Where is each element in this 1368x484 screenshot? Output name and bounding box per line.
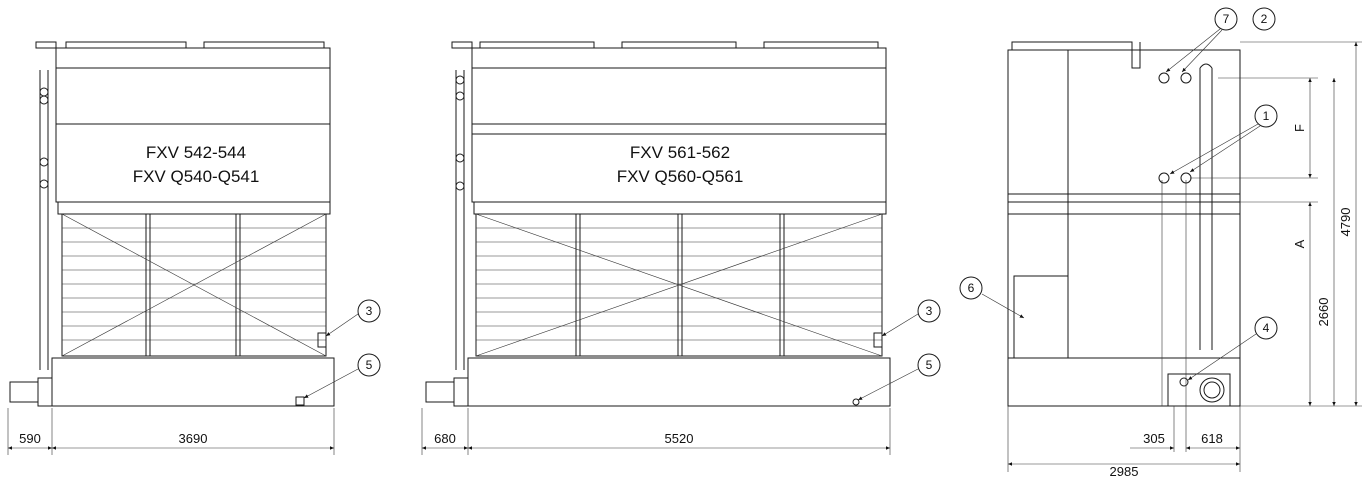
side-dim-305: 305 bbox=[1143, 431, 1165, 446]
middle-dim-width: 5520 bbox=[665, 431, 694, 446]
middle-callout-5: 5 bbox=[926, 358, 933, 372]
side-dim-2985: 2985 bbox=[1110, 464, 1139, 479]
left-fan-cowl-1 bbox=[65, 41, 187, 49]
left-louver-panel bbox=[61, 213, 327, 357]
middle-unit-drawing: FXV 561-562 FXV Q560-Q561 3 5 680 5520 bbox=[421, 41, 941, 455]
side-callout-6: 6 bbox=[968, 281, 975, 295]
left-dim-width: 3690 bbox=[179, 431, 208, 446]
side-dim-618: 618 bbox=[1201, 431, 1223, 446]
middle-dim-side: 680 bbox=[434, 431, 456, 446]
side-callout-1: 1 bbox=[1263, 109, 1270, 123]
side-callout-7: 7 bbox=[1223, 12, 1230, 26]
middle-louver-panel bbox=[475, 213, 883, 357]
left-fan-cowl-2 bbox=[203, 41, 325, 49]
left-callout-3-bubble bbox=[357, 299, 381, 323]
side-dim-F: F bbox=[1292, 124, 1307, 132]
left-pump-motor bbox=[9, 381, 39, 403]
left-callout-3: 3 bbox=[366, 304, 373, 318]
left-unit-drawing: FXV 542-544 FXV Q540-Q541 3 5 590 3690 bbox=[7, 41, 381, 455]
side-callout-4: 4 bbox=[1263, 321, 1270, 335]
middle-callout-5-bubble bbox=[917, 353, 941, 377]
side-pump bbox=[1167, 373, 1231, 407]
left-model-line2: FXV Q540-Q541 bbox=[133, 167, 260, 186]
side-view-drawing: 7 2 1 4 6 F A 2660 4790 bbox=[959, 7, 1362, 479]
middle-model-line2: FXV Q560-Q561 bbox=[617, 167, 744, 186]
left-callout-5: 5 bbox=[366, 358, 373, 372]
side-dim-height: 4790 bbox=[1338, 208, 1353, 237]
middle-pump-motor bbox=[425, 381, 455, 403]
middle-callout-3: 3 bbox=[926, 304, 933, 318]
side-callout-2: 2 bbox=[1261, 12, 1268, 26]
left-callout-5-bubble bbox=[357, 353, 381, 377]
side-dim-A: A bbox=[1292, 239, 1307, 248]
side-dim-2660: 2660 bbox=[1316, 298, 1331, 327]
middle-model-line1: FXV 561-562 bbox=[630, 143, 730, 162]
left-model-line1: FXV 542-544 bbox=[146, 143, 246, 162]
middle-callout-3-bubble bbox=[917, 299, 941, 323]
left-dim-side: 590 bbox=[19, 431, 41, 446]
